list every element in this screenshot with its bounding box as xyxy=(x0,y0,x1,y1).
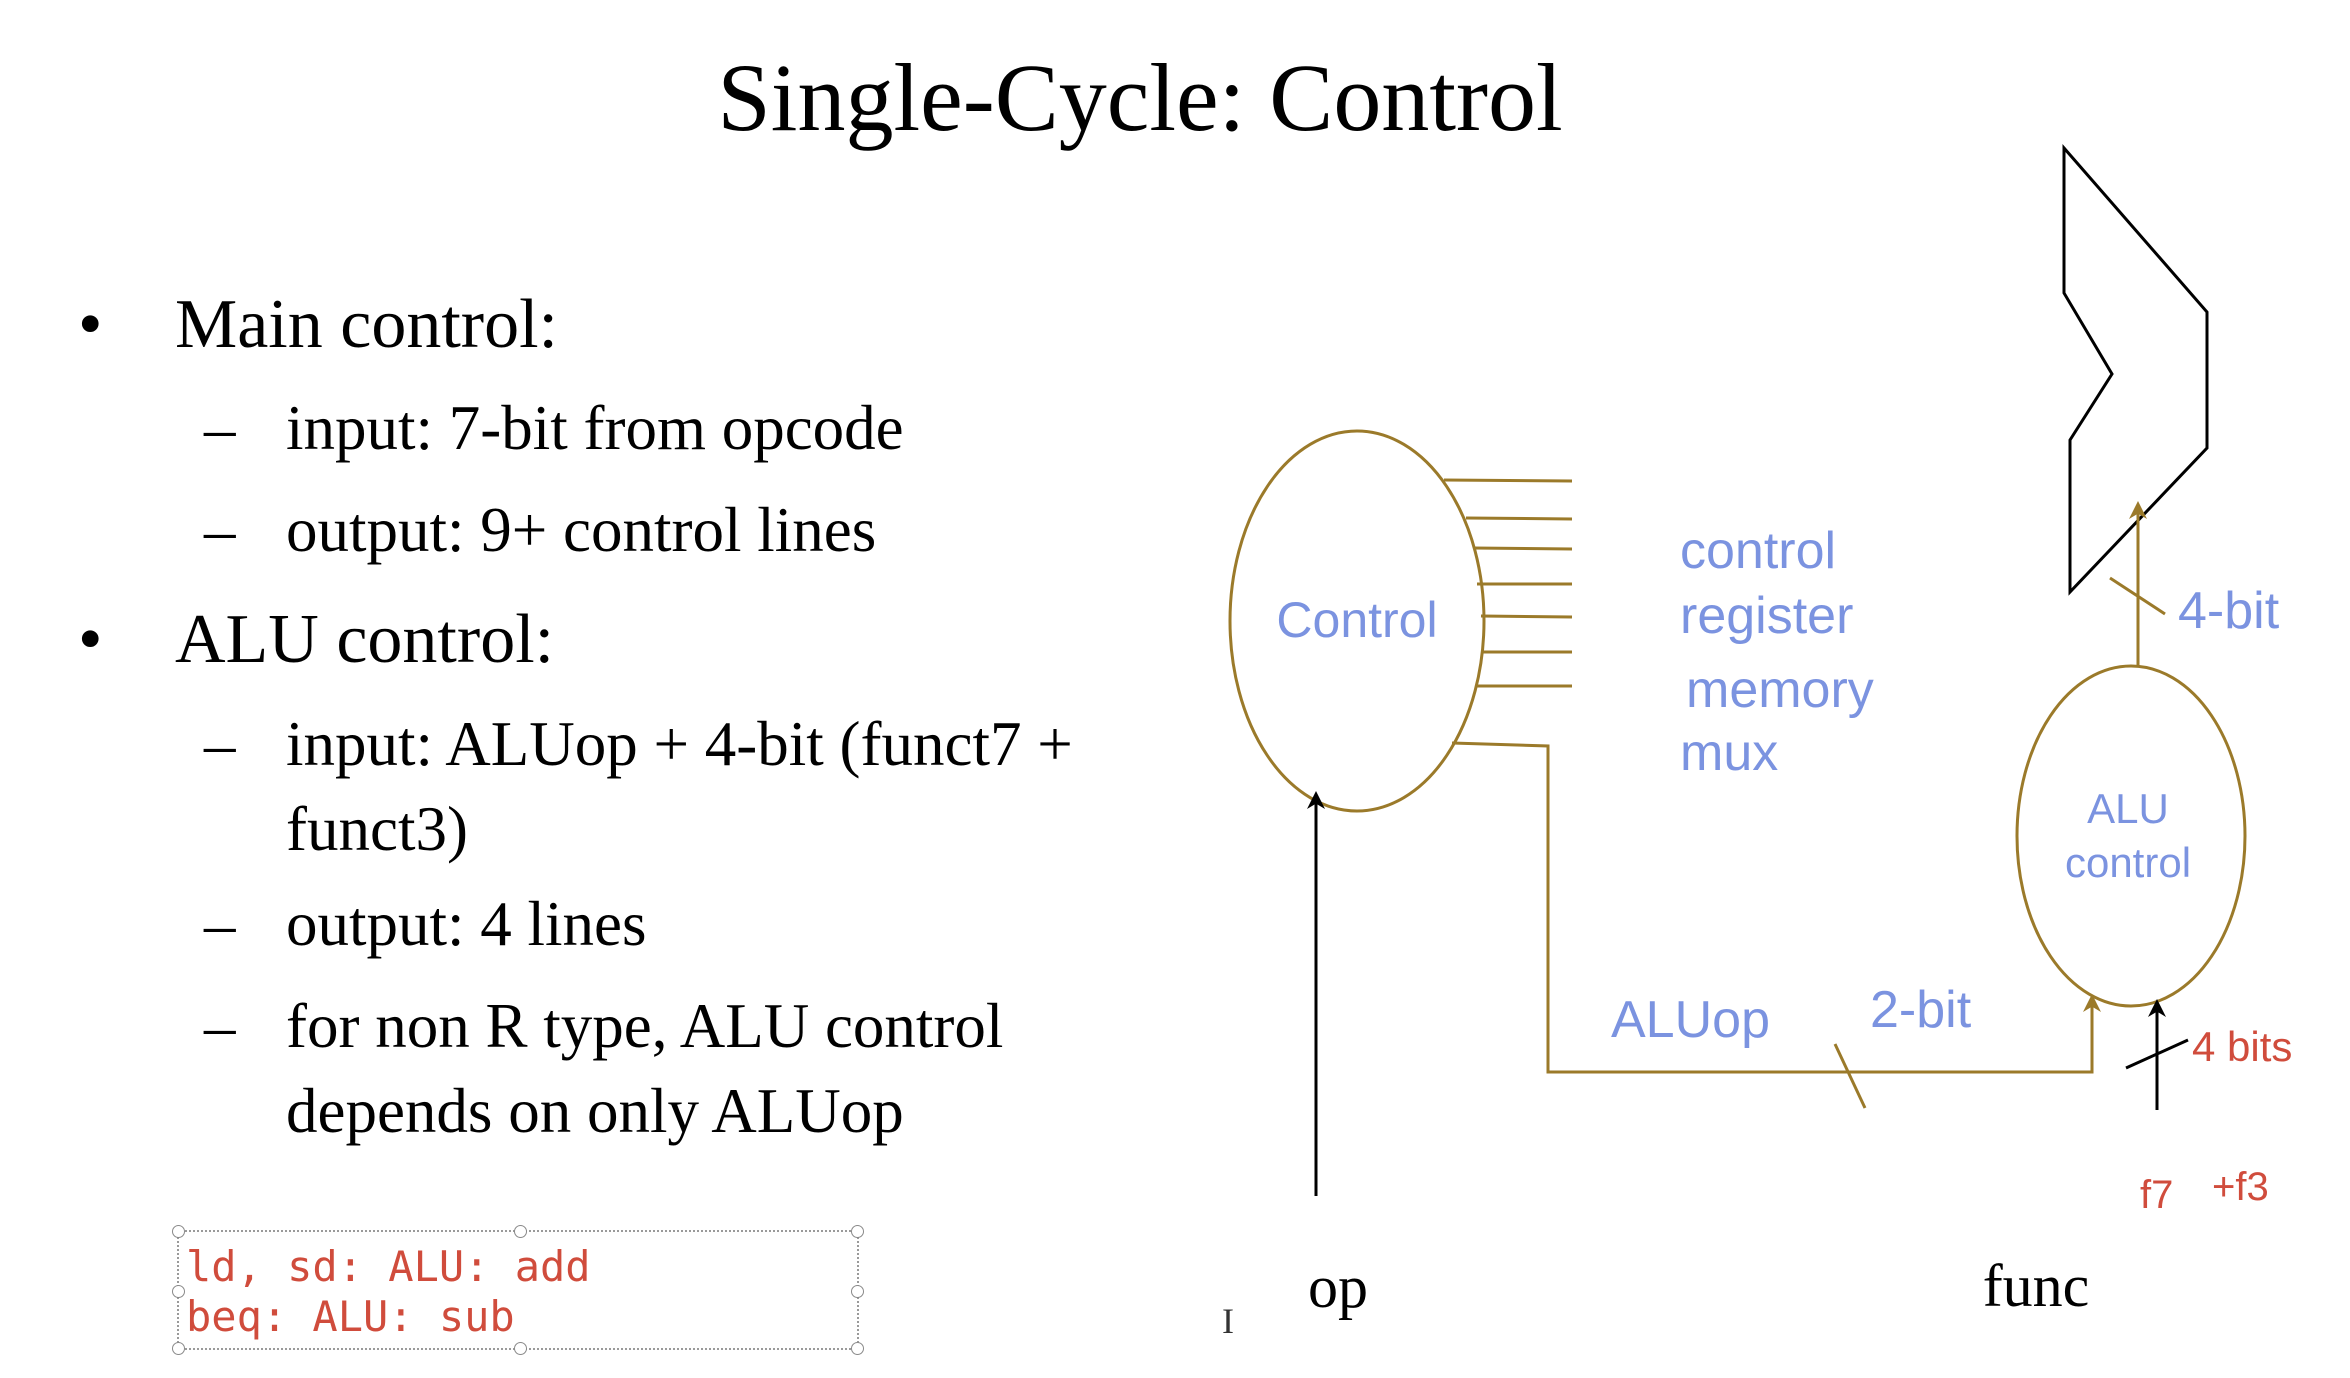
sub-bullet-text: depends on only ALUop xyxy=(286,1076,904,1146)
dash-mark: – xyxy=(204,991,236,1061)
bullet-mark: • xyxy=(78,601,103,678)
bullet-mark: • xyxy=(78,286,103,363)
bullet-text: Main control: xyxy=(175,286,558,363)
dash-mark: – xyxy=(204,709,236,779)
bullet-text: ALU control: xyxy=(175,601,555,678)
func-width-label: 4 bits xyxy=(2192,1023,2292,1070)
dash-mark: – xyxy=(204,393,236,463)
resize-handle-bc[interactable] xyxy=(514,1342,527,1355)
note-text-box[interactable]: ld, sd: ALU: add beq: ALU: sub xyxy=(172,1225,864,1355)
sub-bullet-text: output: 4 lines xyxy=(286,889,647,959)
func-width-slash xyxy=(2125,1038,2189,1070)
output-label-control: control xyxy=(1680,522,1836,580)
slide-title: Single-Cycle: Control xyxy=(717,44,1563,151)
alu-shape xyxy=(2062,143,2209,596)
aluop-width-label: 2-bit xyxy=(1870,981,1972,1039)
resize-handle-tr[interactable] xyxy=(851,1225,864,1238)
note-line-2: beq: ALU: sub xyxy=(186,1292,515,1341)
aluop-width-slash xyxy=(1833,1043,1867,1109)
note-line-1: ld, sd: ALU: add xyxy=(186,1242,591,1291)
sub-bullet-text: input: 7-bit from opcode xyxy=(286,393,904,463)
control-unit-label: Control xyxy=(1276,592,1437,648)
alu-control-label-2: control xyxy=(2065,839,2191,886)
control-output-lines xyxy=(1443,478,1573,688)
output-label-mux: mux xyxy=(1680,724,1778,782)
sub-bullet-text: for non R type, ALU control xyxy=(286,991,1004,1061)
func-label: func xyxy=(1983,1253,2090,1319)
resize-handle-tl[interactable] xyxy=(172,1225,185,1238)
sub-bullet-text: output: 9+ control lines xyxy=(286,495,877,565)
control-unit-oval xyxy=(1228,429,1486,813)
sub-bullet-text: funct3) xyxy=(286,794,468,864)
resize-handle-tc[interactable] xyxy=(514,1225,527,1238)
text-cursor-icon: I xyxy=(1222,1301,1234,1341)
output-label-memory: memory xyxy=(1686,661,1874,719)
dash-mark: – xyxy=(204,495,236,565)
resize-handle-br[interactable] xyxy=(851,1342,864,1355)
resize-handle-ml[interactable] xyxy=(172,1285,185,1298)
output-label-register: register xyxy=(1680,587,1853,645)
op-label: op xyxy=(1308,1254,1368,1320)
alu-control-label-1: ALU xyxy=(2087,785,2169,832)
aluop-label: ALUop xyxy=(1611,991,1770,1049)
resize-handle-bl[interactable] xyxy=(172,1342,185,1355)
func-part-f7: f7 xyxy=(2140,1173,2173,1217)
resize-handle-mr[interactable] xyxy=(851,1285,864,1298)
dash-mark: – xyxy=(204,889,236,959)
sub-bullet-text: input: ALUop + 4-bit (funct7 + xyxy=(286,709,1073,779)
alu-output-width-slash xyxy=(2109,576,2166,616)
alu-output-width-label: 4-bit xyxy=(2178,582,2280,640)
alu-control-oval xyxy=(2015,664,2247,1008)
func-part-f3: +f3 xyxy=(2212,1165,2269,1209)
aluop-wire xyxy=(1451,741,2101,1074)
